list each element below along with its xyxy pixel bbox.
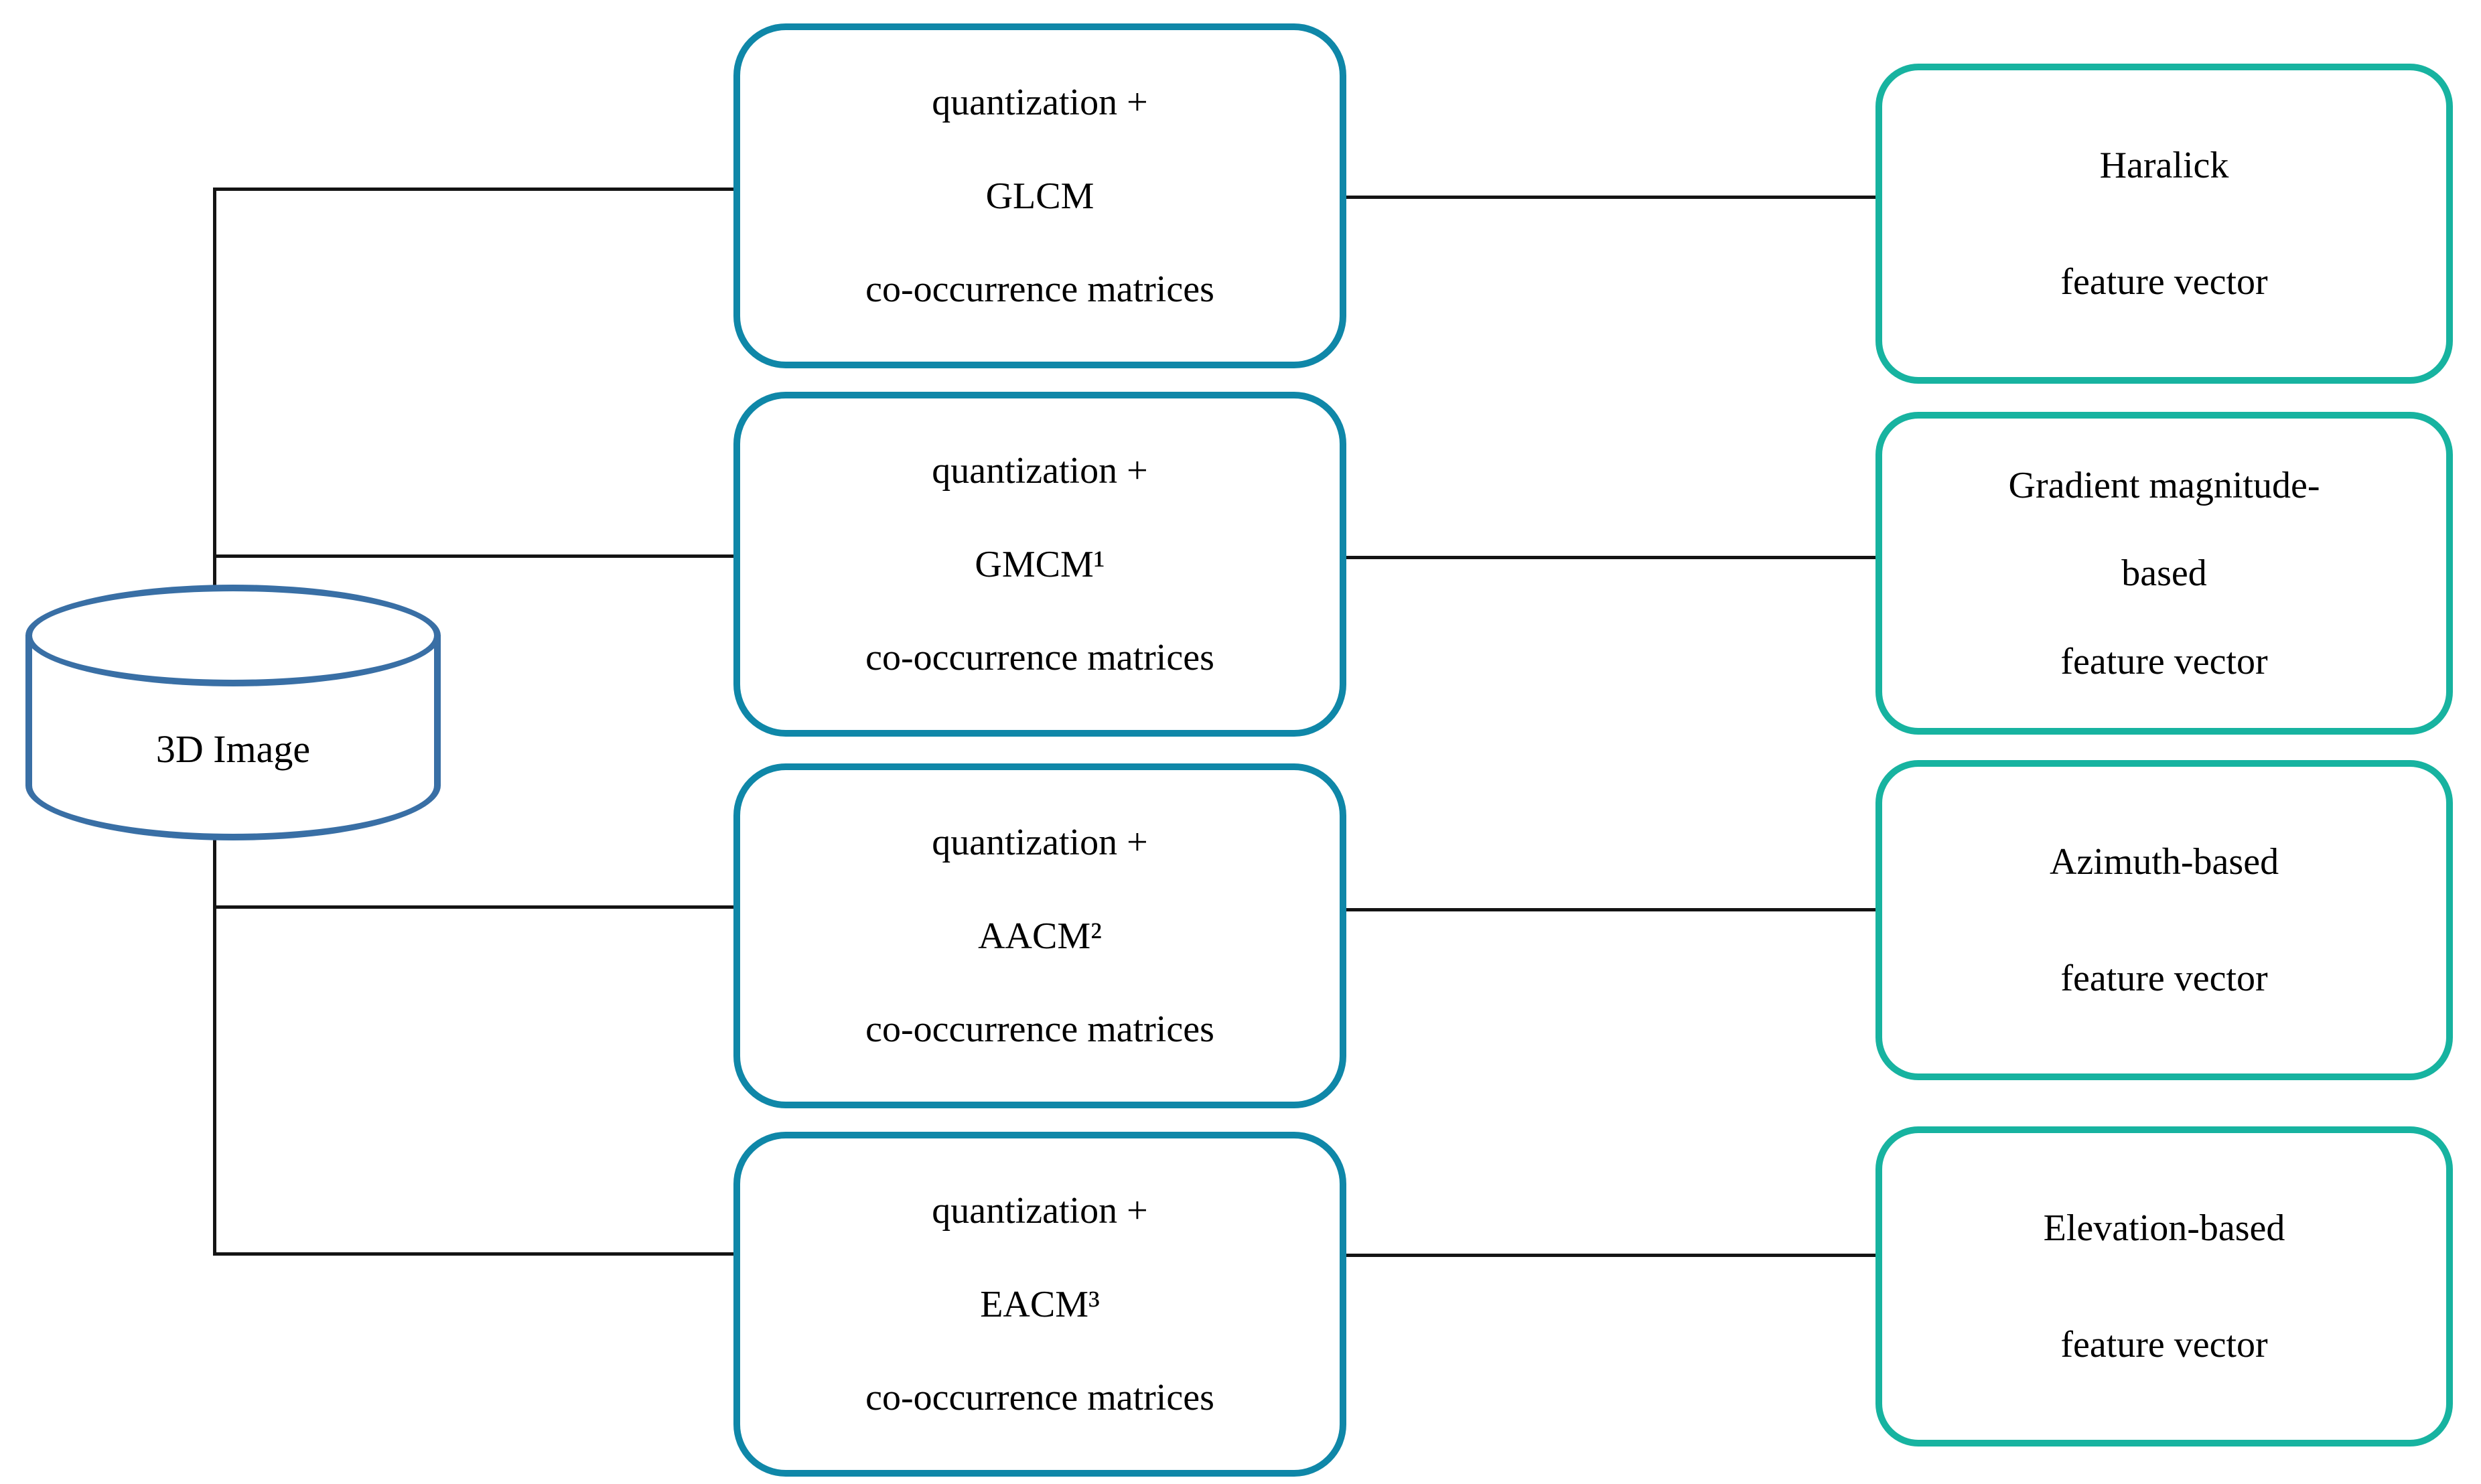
output-line: feature vector	[2060, 640, 2268, 682]
branch-line-3	[213, 905, 737, 909]
output-line: Haralick	[2099, 145, 2229, 186]
output-line: Azimuth-based	[2049, 841, 2279, 883]
process-acronym: EACM³	[980, 1283, 1100, 1325]
process-line3: co-occurrence matrices	[865, 1377, 1214, 1419]
output-line: feature vector	[2060, 1324, 2268, 1365]
process-line1: quantization +	[932, 81, 1148, 123]
process-line1: quantization +	[932, 821, 1148, 863]
process-line3: co-occurrence matrices	[865, 269, 1214, 311]
output-box-haralick: Haralick feature vector	[1875, 64, 2453, 384]
connector-line-3	[1343, 908, 1879, 911]
process-box-aacm: quantization + AACM² co-occurrence matri…	[733, 763, 1346, 1108]
source-cylinder-icon: 3D Image	[25, 585, 441, 840]
process-acronym: AACM²	[978, 915, 1102, 957]
output-line: feature vector	[2060, 958, 2268, 999]
process-box-eacm: quantization + EACM³ co-occurrence matri…	[733, 1132, 1346, 1477]
branch-line-4	[213, 1252, 737, 1256]
process-line1: quantization +	[932, 1189, 1148, 1232]
source-label: 3D Image	[155, 727, 311, 771]
process-line3: co-occurrence matrices	[865, 637, 1214, 679]
process-box-gmcm: quantization + GMCM¹ co-occurrence matri…	[733, 392, 1346, 737]
process-line1: quantization +	[932, 449, 1148, 492]
process-line3: co-occurrence matrices	[865, 1009, 1214, 1051]
connector-line-4	[1343, 1254, 1879, 1257]
output-line: based	[2121, 552, 2207, 594]
process-acronym: GMCM¹	[975, 543, 1105, 585]
output-line: feature vector	[2060, 261, 2268, 303]
branch-line-2	[213, 554, 737, 558]
output-box-elevation: Elevation-based feature vector	[1875, 1126, 2453, 1446]
process-acronym: GLCM	[985, 175, 1094, 217]
output-line: Gradient magnitude-	[2008, 464, 2320, 506]
output-line: Elevation-based	[2043, 1207, 2285, 1249]
output-box-azimuth: Azimuth-based feature vector	[1875, 760, 2453, 1080]
connector-line-1	[1343, 196, 1879, 199]
output-box-gradient-magnitude: Gradient magnitude- based feature vector	[1875, 412, 2453, 735]
connector-line-2	[1343, 556, 1879, 559]
branch-line-1	[213, 188, 737, 191]
cylinder-top-ellipse	[25, 585, 441, 686]
process-box-glcm: quantization + GLCM co-occurrence matric…	[733, 23, 1346, 368]
